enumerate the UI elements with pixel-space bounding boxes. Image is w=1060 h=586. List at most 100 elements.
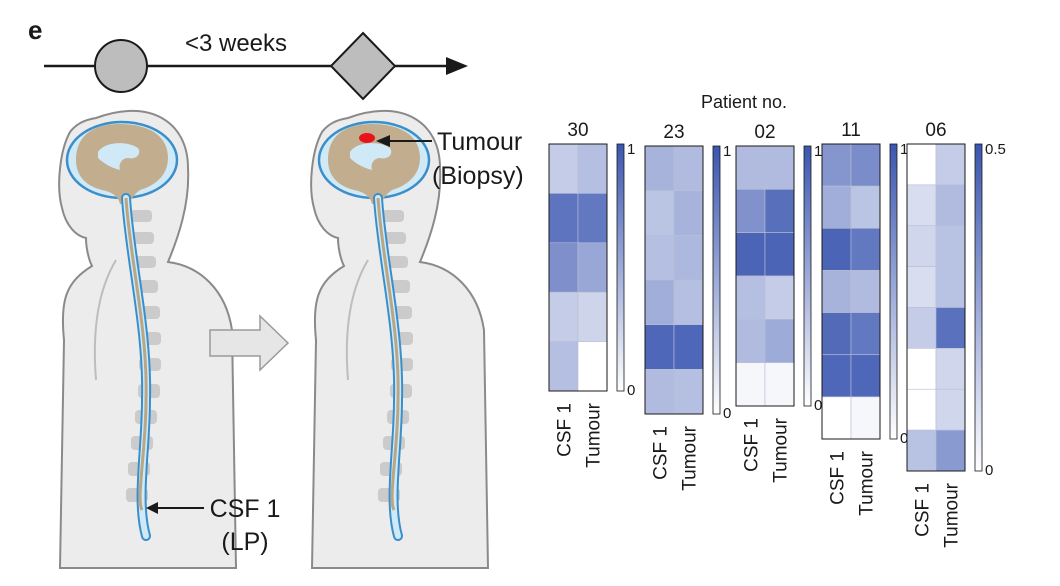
- column-label: Tumour: [857, 450, 878, 515]
- spinal-cord: [124, 197, 148, 511]
- heatmap-cell: [764, 232, 795, 277]
- body-silhouette-right: [310, 109, 490, 569]
- column-label: Tumour: [680, 425, 701, 490]
- heatmap-cell: [548, 341, 579, 392]
- heatmap-cell: [735, 319, 766, 363]
- heatmap-cell: [673, 279, 704, 325]
- tumour-mark: [359, 133, 375, 143]
- heatmap-cell: [577, 341, 608, 392]
- heatmap-cell: [935, 429, 966, 472]
- heatmap-cell: [673, 190, 704, 236]
- heatmap-cell: [906, 225, 937, 267]
- heatmap-cell: [764, 362, 795, 407]
- heatmap-cell: [935, 143, 966, 186]
- column-label: Tumour: [584, 402, 605, 467]
- heatmap-cell: [821, 270, 852, 313]
- torso-contour: [345, 259, 369, 381]
- color-scale-bar: [803, 145, 812, 407]
- heatmap-cell: [735, 189, 766, 233]
- body-silhouette-left: [58, 109, 238, 569]
- biopsy-diamond-marker: [329, 31, 397, 101]
- interval-label: <3 weeks: [185, 30, 287, 57]
- heatmap-cell: [935, 266, 966, 308]
- heatmap-cell: [906, 307, 937, 349]
- heatmap-cell: [935, 348, 966, 390]
- heatmap-cell: [577, 291, 608, 342]
- heatmap-cell: [850, 185, 881, 229]
- heatmap-cell: [644, 145, 675, 191]
- csf-label-line1: CSF 1: [210, 495, 281, 523]
- heatmap-cell: [644, 190, 675, 236]
- heatmap-cell: [935, 388, 966, 431]
- heatmap-cell: [850, 312, 881, 356]
- color-scale-min-label: 0: [627, 382, 635, 399]
- tumour-pointer-arrow-icon: [376, 135, 390, 147]
- heatmap-cell: [821, 354, 852, 398]
- csf-label-line2: (LP): [221, 528, 268, 556]
- heatmap-cell: [906, 266, 937, 308]
- column-label: CSF 1: [828, 451, 849, 505]
- heatmap-cell: [673, 235, 704, 281]
- heatmap-cell: [850, 270, 881, 313]
- heatmap-cell: [850, 143, 881, 187]
- column-label: CSF 1: [555, 403, 576, 457]
- heatmap-cell: [821, 185, 852, 229]
- heatmap-cell: [735, 145, 766, 190]
- color-scale-max-label: 1: [814, 143, 822, 160]
- heatmap-cell: [906, 348, 937, 390]
- heatmap-cell: [850, 396, 881, 440]
- patient-id-label: 06: [925, 120, 946, 141]
- color-scale-max-label: 1: [723, 143, 731, 160]
- tumour-label-line1: Tumour: [437, 128, 522, 156]
- csf-pointer-arrow-icon: [146, 502, 158, 514]
- column-label: Tumour: [942, 482, 963, 547]
- heatmap-frame: [821, 143, 881, 440]
- lp-circle-marker: [94, 39, 148, 93]
- heatmap-frame: [548, 143, 608, 392]
- heatmap-cell: [821, 312, 852, 356]
- color-scale-min-label: 0: [723, 405, 731, 422]
- arrow-head-icon: [446, 57, 468, 75]
- heatmap-cell: [577, 143, 608, 194]
- panel-label: e: [28, 15, 42, 45]
- spinal-cord: [376, 197, 400, 511]
- heatmap-cell: [644, 324, 675, 370]
- heatmap-cell: [548, 242, 579, 293]
- heatmap-frame: [644, 145, 704, 415]
- color-scale-min-label: 0: [900, 430, 908, 447]
- heatmap-cell: [821, 143, 852, 187]
- patient-id-label: 02: [754, 122, 775, 143]
- patient-id-label: 11: [841, 120, 861, 141]
- heatmap-cell: [850, 354, 881, 398]
- column-label: Tumour: [771, 417, 792, 482]
- color-scale-max-label: 1: [900, 141, 908, 158]
- color-scale-bar: [712, 145, 721, 415]
- heatmap-cell: [735, 362, 766, 407]
- heatmap-cell: [906, 429, 937, 472]
- heatmap-cell: [906, 184, 937, 227]
- heatmap-cell: [906, 388, 937, 431]
- patient-id-label: 23: [663, 122, 684, 143]
- heatmap-cell: [935, 307, 966, 349]
- heatmap-cell: [906, 143, 937, 186]
- heatmap-frame: [735, 145, 795, 407]
- heatmap-cell: [577, 242, 608, 293]
- brain: [328, 124, 420, 204]
- heatmap-cell: [644, 369, 675, 415]
- column-label: CSF 1: [742, 418, 763, 472]
- heatmap-cell: [548, 291, 579, 342]
- heatmap-cell: [644, 235, 675, 281]
- heatmap-cell: [673, 324, 704, 370]
- heatmap-title: Patient no.: [701, 92, 787, 112]
- brain: [76, 124, 168, 204]
- heatmap-cell: [764, 189, 795, 233]
- timeline: <3 weeks: [44, 30, 468, 101]
- torso-contour: [93, 259, 117, 381]
- heatmap-frame: [906, 143, 966, 472]
- heatmap-cell: [644, 279, 675, 325]
- heatmap-cell: [764, 275, 795, 320]
